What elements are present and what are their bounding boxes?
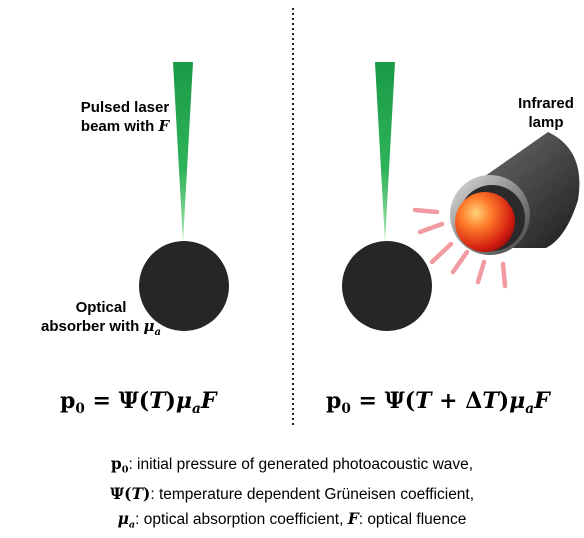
left-eq-p-sub: 0 [75,400,85,417]
legend-psi-symbol: Ψ( [109,484,132,504]
left-eq-close: ) [165,388,176,414]
right-eq-close: ) [498,388,510,414]
laser-fluence-symbol: F [158,117,170,135]
legend-F-symbol: F [347,509,359,529]
lamp-bulb [455,192,515,252]
right-eq-mu: μ [509,388,526,414]
absorber-mu-subscript: a [154,327,161,338]
lamp-label: Infrared lamp [508,94,584,132]
right-eq-T: T [415,388,432,414]
left-eq-psi: = Ψ( [84,388,150,414]
legend-psi-close: ) [143,484,151,504]
left-eq-mu-sub: a [192,400,201,417]
laser-label-line1: Pulsed laser [80,99,170,116]
legend-line3-text2: : optical fluence [358,511,467,529]
left-optical-absorber [139,241,229,331]
legend-psi-T: T [131,484,143,504]
legend-line2-text: : temperature dependent Grüneisen coeffi… [150,486,475,504]
legend-line-2: Ψ(T): temperature dependent Grüneisen co… [0,482,584,507]
left-eq-mu: μ [175,388,193,414]
right-laser-beam [375,62,395,242]
lamp-label-line1: Infrared [518,95,574,112]
laser-label-line2-wrap: beam with F [70,117,180,136]
legend-p-sub: 0 [121,464,129,476]
legend-line-3: μa: optical absorption coefficient, F: o… [0,507,584,537]
absorber-label-line1: Optical [75,299,127,316]
right-eq-plus-delta: + Δ [431,388,483,414]
legend-line3-text: : optical absorption coefficient, [135,511,348,529]
laser-label-line2: beam with [80,118,155,135]
infrared-lamp [450,132,580,255]
legend-line-1: p0: initial pressure of generated photoa… [0,452,584,482]
right-eq-p-sub: 0 [341,400,351,417]
right-equation: p0 = Ψ(T + ΔT)μaF [326,388,550,417]
lamp-label-line2: lamp [528,114,564,131]
legend-line1-text: : initial pressure of generated photoaco… [128,456,474,473]
legend-mu-sub: a [128,519,136,531]
right-optical-absorber [342,241,432,331]
left-equation: p0 = Ψ(T)μaF [60,388,217,417]
legend: p0: initial pressure of generated photoa… [0,452,584,538]
absorber-label-line2: absorber with [41,318,140,335]
left-eq-T: T [149,388,166,414]
right-eq-F: F [534,388,550,414]
absorber-label-line2-wrap: absorber with μa [36,317,166,342]
right-eq-p: p [326,388,342,414]
infrared-rays [412,207,508,289]
left-eq-p: p [60,388,76,414]
right-eq-mu-sub: a [525,400,535,417]
absorber-mu-symbol: μ [143,317,155,335]
laser-beam-label: Pulsed laser beam with F [70,98,180,136]
right-eq-psi: = Ψ( [350,388,416,414]
left-eq-F: F [200,388,217,414]
left-laser-beam [173,62,193,242]
absorber-label: Optical absorber with μa [36,298,166,342]
legend-p-symbol: p [110,454,122,473]
right-eq-T2: T [482,388,499,414]
legend-mu-symbol: μ [117,509,129,529]
